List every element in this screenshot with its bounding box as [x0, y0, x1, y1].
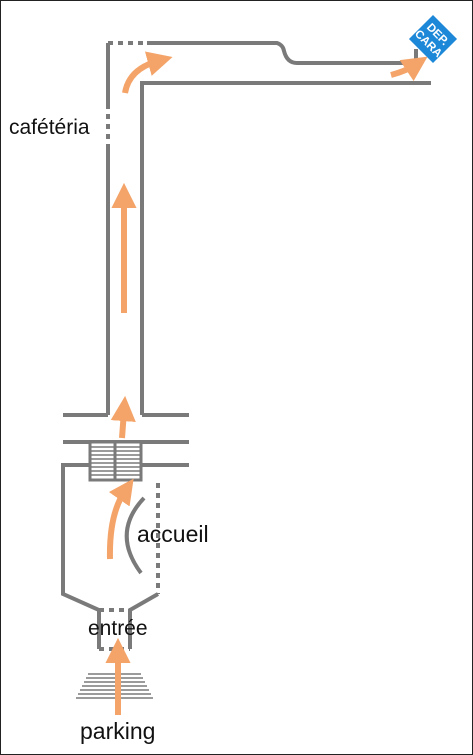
parking-lines: [76, 673, 153, 699]
route-arrow-icon: [390, 56, 428, 82]
lobby-left-wall: [61, 463, 101, 649]
route-arrow-icon: [106, 478, 134, 560]
reception-desk: [124, 496, 146, 575]
route-arrow-icon: [122, 51, 173, 94]
route-arrow-icon: [110, 395, 136, 439]
walls: [61, 41, 431, 649]
label-cafeteria: cafétéria: [9, 116, 90, 139]
corridor-bottom-wall: [140, 81, 431, 415]
openings: [99, 41, 160, 651]
corridor-top-wall: [147, 41, 418, 65]
stairs-icon: [88, 440, 143, 482]
route: [105, 51, 428, 715]
label-accueil: accueil: [137, 521, 209, 547]
label-parking: parking: [80, 718, 156, 744]
label-entree: entrée: [88, 617, 148, 640]
